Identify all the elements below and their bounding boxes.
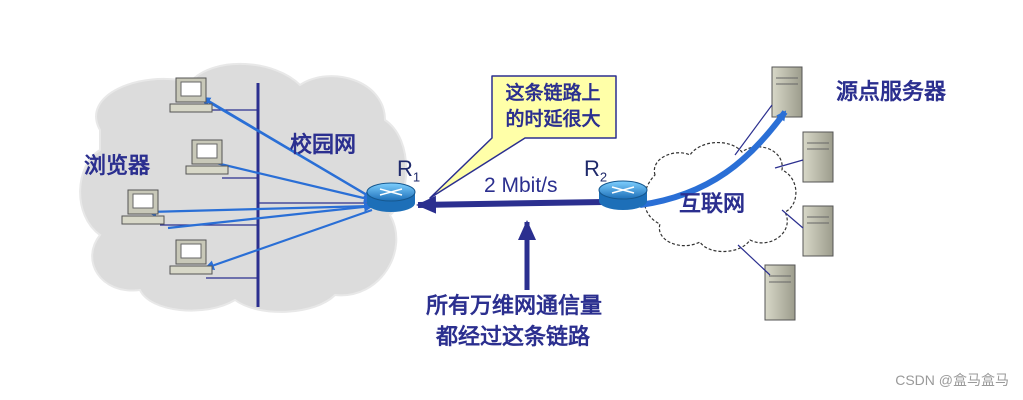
router-r2-name: R: [584, 156, 600, 181]
router-r1: [366, 182, 416, 212]
router-r2-label: R2: [584, 156, 607, 184]
callout-text: 这条链路上 的时延很大: [494, 80, 612, 132]
server-traffic-curve: [639, 110, 788, 208]
source-server-label: 源点服务器: [836, 80, 947, 105]
bandwidth-label: 2 Mbit/s: [484, 174, 558, 197]
server-2: [802, 131, 834, 183]
router-r2: [598, 180, 648, 210]
router-r1-subscript: 1: [412, 169, 421, 185]
callout-bubble: [429, 75, 617, 199]
router-r1-name: R: [397, 156, 413, 181]
server-3: [802, 205, 834, 257]
callout-line-2: 的时延很大: [505, 108, 601, 130]
server-1: [771, 66, 803, 118]
traffic-caption-line-1: 所有万维网通信量: [426, 294, 603, 319]
internet-label: 互联网: [679, 192, 746, 217]
workstation-1: [169, 77, 213, 113]
traffic-arrows: [146, 89, 374, 271]
campus-network-label: 校园网: [290, 133, 357, 158]
campus-cloud: [79, 63, 408, 313]
router-r2-subscript: 2: [599, 169, 608, 185]
server-4: [764, 264, 796, 321]
internet-cloud: [643, 141, 797, 253]
bottleneck-link: [416, 195, 605, 214]
workstation-4: [169, 239, 213, 275]
workstation-2: [185, 139, 229, 175]
bus-links: [160, 109, 372, 279]
browser-label: 浏览器: [84, 154, 151, 179]
traffic-caption-line-2: 都经过这条链路: [436, 325, 591, 350]
router-r1-label: R1: [397, 156, 420, 184]
watermark: CSDN @盒马盒马: [895, 372, 1009, 388]
callout-line-1: 这条链路上: [505, 82, 601, 104]
workstation-3: [121, 189, 165, 225]
server-links: [734, 104, 804, 276]
